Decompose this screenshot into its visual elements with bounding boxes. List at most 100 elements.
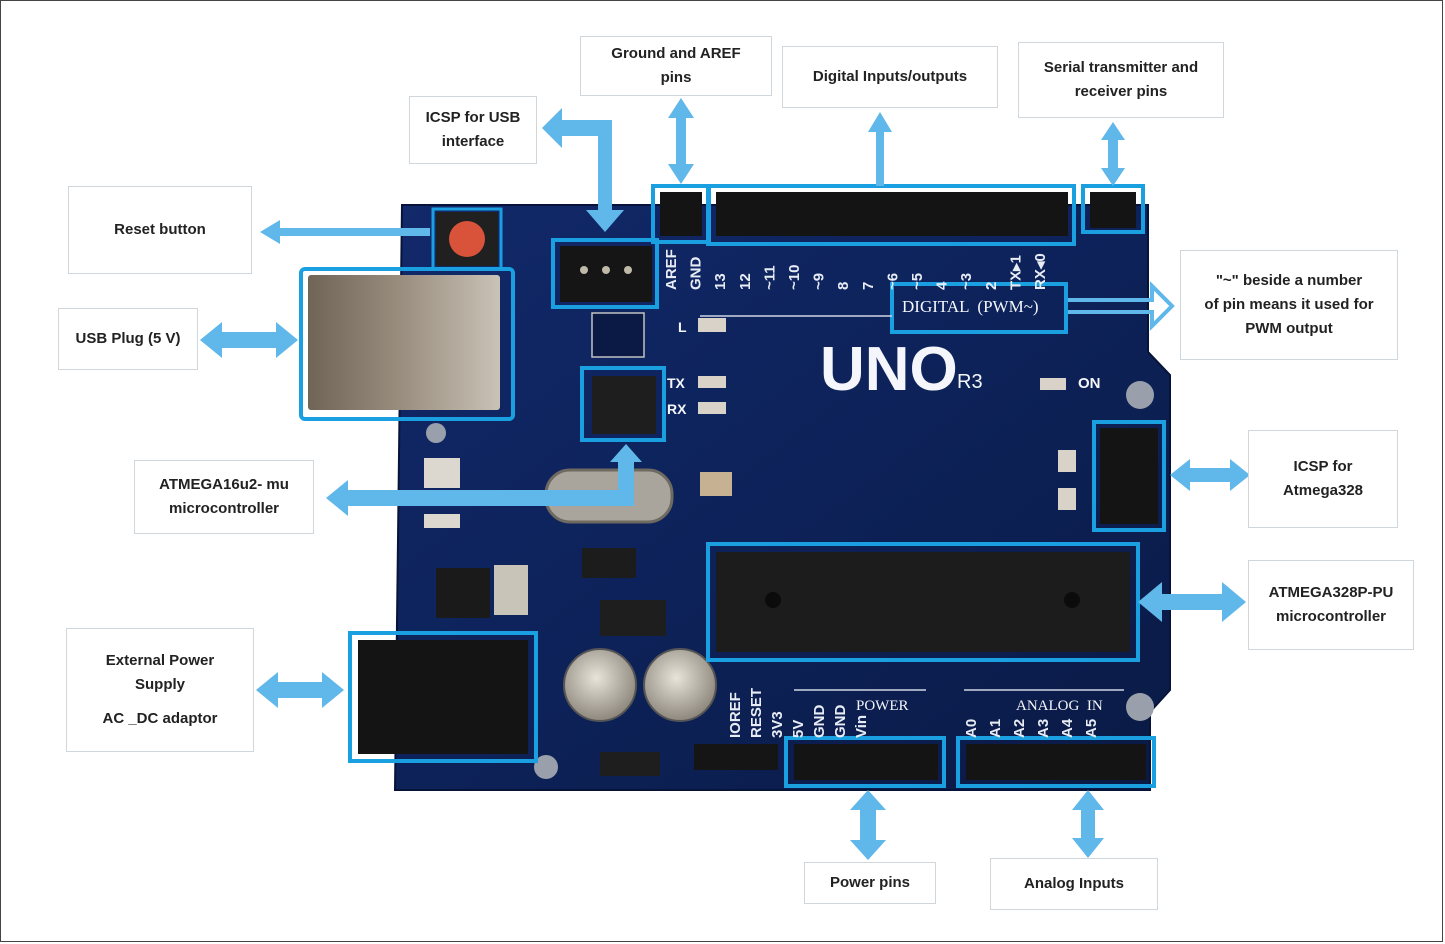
callout-analog-inputs: Analog Inputs (990, 858, 1158, 910)
callout-line: Ground and AREF (611, 45, 741, 62)
callout-line: Power pins (829, 874, 911, 891)
icsp-usb-highlight (551, 238, 659, 309)
callout-line: ICSP for (1293, 458, 1353, 475)
pin-label: GND (811, 705, 828, 739)
callout-line: ATMEGA328P-PU (1268, 584, 1394, 601)
pin-label: A3 (1035, 719, 1052, 738)
dc-jack (358, 640, 528, 754)
callout-atmega16u2: ATMEGA16u2- mu microcontroller (134, 460, 314, 534)
pin-label: 12 (737, 273, 754, 290)
analog-label: ANALOG IN (1016, 698, 1103, 714)
mount-hole (534, 755, 558, 779)
arrow-serial (1101, 122, 1125, 186)
pin-label: 2 (983, 282, 1000, 290)
pin-label: 8 (835, 282, 852, 290)
smd-component (1058, 450, 1076, 472)
l-label: L (678, 319, 687, 335)
smd-component (1040, 378, 1066, 390)
reset-button-cap[interactable] (449, 221, 485, 257)
callout-usb-plug: USB Plug (5 V) (58, 308, 198, 370)
mount-hole (1126, 693, 1154, 721)
callout-line: ATMEGA16u2- mu (159, 476, 289, 493)
atmega328-chip (716, 552, 1130, 652)
pin-label: RESET (748, 688, 765, 738)
callout-reset: Reset button (68, 186, 252, 274)
callout-line: PWM output (1245, 320, 1333, 337)
power-header-highlight (784, 736, 946, 788)
callout-line: microcontroller (1275, 608, 1387, 625)
callout-icsp-328: ICSP for Atmega328 (1248, 430, 1398, 528)
atmega16u2-highlight (580, 366, 666, 442)
pwm-highlight (890, 282, 1068, 334)
analog-header (966, 744, 1146, 780)
power-header (794, 744, 938, 780)
usb-connector (308, 275, 500, 410)
pin-label: ~6 (884, 273, 901, 290)
chip-dot (1064, 592, 1080, 608)
serial-header (1090, 192, 1136, 228)
callout-line: Analog Inputs (1024, 875, 1124, 892)
smd-chip (582, 548, 636, 578)
callout-power-pins: Power pins (804, 862, 936, 904)
pin-label: ~10 (786, 265, 803, 290)
power-label: POWER (856, 698, 909, 714)
pin-label: ~3 (958, 273, 975, 290)
pin-label: GND (688, 257, 705, 291)
voltage-regulator (436, 568, 490, 618)
callout-line: ICSP for USB (425, 109, 521, 126)
callout-line: pins (660, 69, 692, 86)
mount-hole (1126, 381, 1154, 409)
pin-label: ~5 (909, 273, 926, 290)
callout-line: Serial transmitter and (1043, 59, 1199, 76)
callout-line: External Power (105, 652, 215, 669)
pad-grid (591, 312, 645, 358)
arrow-analog-inputs (1072, 790, 1104, 858)
pin-label: ~11 (761, 265, 778, 290)
callout-line: Reset button (114, 221, 206, 238)
arrow-icsp-328 (1170, 459, 1250, 491)
smd-component (698, 318, 726, 332)
smd-component (698, 376, 726, 388)
callout-line: receiver pins (1074, 83, 1168, 100)
smd-component (424, 458, 460, 488)
digital-header (716, 192, 1068, 236)
pin-label: Vin (853, 715, 870, 738)
arrow-ext-power (256, 672, 344, 708)
icsp-328-highlight (1092, 420, 1166, 532)
pin-label: TX▸1 (1007, 255, 1024, 290)
tx-label: TX (667, 375, 686, 391)
arrow-atmega16u2 (326, 444, 642, 516)
callout-ground-aref: Ground and AREF pins (580, 36, 772, 96)
chip-dot (765, 592, 781, 608)
smd-component (600, 752, 660, 776)
smd-component (700, 472, 732, 496)
capacitor (563, 648, 637, 722)
callout-icsp-usb: ICSP for USB interface (409, 96, 537, 164)
pin-label: AREF (663, 249, 680, 290)
pin (602, 266, 610, 274)
digital-header-highlight (706, 184, 1076, 246)
callout-digital-io: Digital Inputs/outputs (782, 46, 998, 108)
callout-line: "~" beside a number (1215, 272, 1363, 289)
icsp-328-header (1100, 428, 1158, 524)
pin-label: 3V3 (769, 711, 786, 738)
pin-label: 7 (860, 282, 877, 290)
pin-label: A5 (1083, 719, 1100, 738)
pin-label: 4 (934, 281, 951, 290)
pin-label: IOREF (727, 692, 744, 738)
pin-label: A2 (1011, 719, 1028, 738)
pin (580, 266, 588, 274)
aref-gnd-header (660, 192, 702, 236)
callout-serial: Serial transmitter and receiver pins (1018, 42, 1224, 118)
callout-line: of pin means it used for (1204, 296, 1374, 313)
on-label: ON (1078, 375, 1101, 392)
board-brand: UNO (820, 335, 958, 404)
callout-atmega328: ATMEGA328P-PU microcontroller (1248, 560, 1414, 650)
regulator-pins (494, 565, 528, 615)
smd-component (1058, 488, 1076, 510)
pin-label: GND (832, 705, 849, 739)
callout-line: interface (441, 133, 505, 150)
